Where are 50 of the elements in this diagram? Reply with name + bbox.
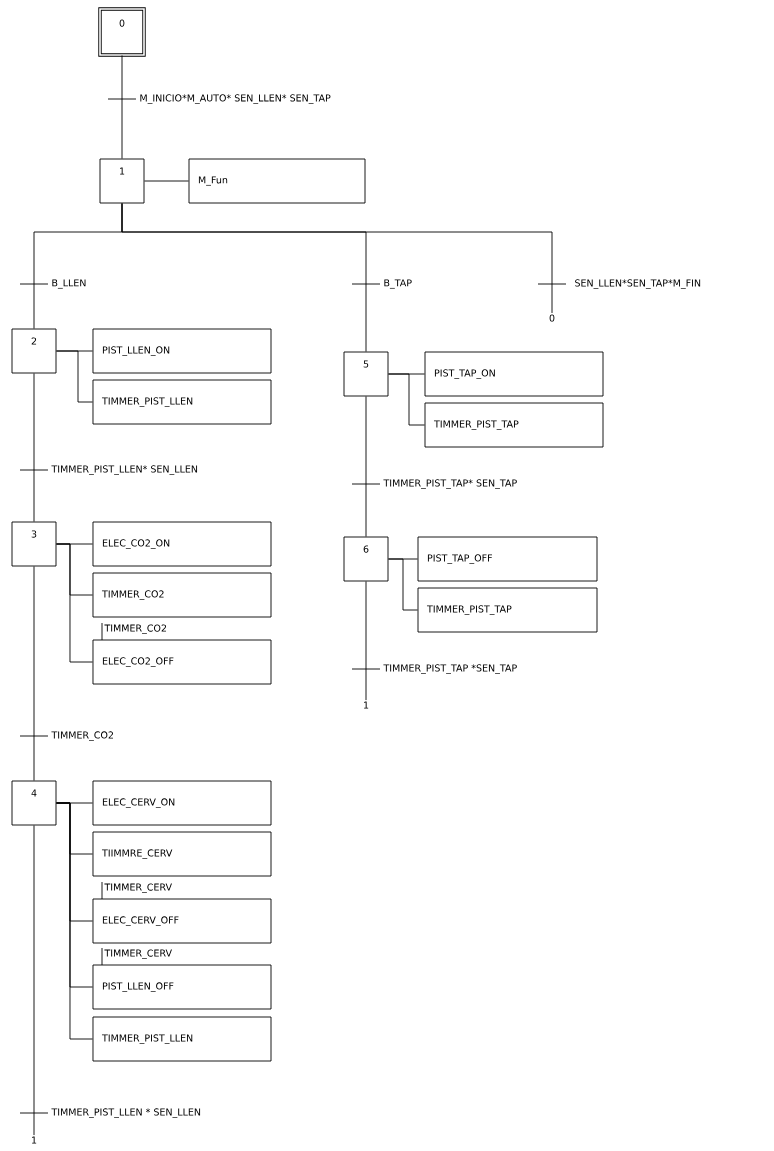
action-box: TIMMER_PIST_LLEN xyxy=(92,379,272,425)
action-box: PIST_LLEN_ON xyxy=(92,328,272,374)
step-box: 3 xyxy=(11,521,57,567)
action-link xyxy=(388,373,425,426)
action-box: TIMMER_PIST_LLEN xyxy=(92,1016,272,1062)
transition-label: TIMMER_PIST_LLEN* SEN_LLEN xyxy=(50,464,199,476)
action-link xyxy=(56,350,93,403)
action-box: PIST_TAP_ON xyxy=(424,351,604,397)
step-reference: 0 xyxy=(549,314,555,322)
action-link xyxy=(56,802,93,1040)
action-condition: TIMMER_CERV xyxy=(101,947,172,966)
step-reference: 1 xyxy=(32,1136,37,1144)
action-box: ELEC_CO2_OFF xyxy=(92,639,272,685)
initial-step-box: 0 xyxy=(98,7,146,57)
step-box: 6 xyxy=(343,536,389,582)
action-box: TIIMMRE_CERV xyxy=(92,831,272,877)
link-line xyxy=(33,825,35,1136)
action-box: TIMMER_PIST_TAP xyxy=(417,587,598,633)
action-box: ELEC_CERV_ON xyxy=(92,780,272,826)
transition-label: B_TAP xyxy=(382,278,413,290)
transition-label: TIMMER_PIST_TAP *SEN_TAP xyxy=(382,663,519,675)
link-line xyxy=(33,566,35,781)
action-box: M_Fun xyxy=(188,158,366,204)
transition-label: B_LLEN xyxy=(50,278,88,290)
step-box: 4 xyxy=(11,780,57,826)
action-link xyxy=(388,558,418,611)
link-line xyxy=(365,396,367,537)
link-line xyxy=(121,55,123,159)
step-reference: 1 xyxy=(364,701,369,709)
step-box: 1 xyxy=(99,158,145,204)
action-box: ELEC_CO2_ON xyxy=(92,521,272,567)
transition-label: TIMMER_PIST_TAP* SEN_TAP xyxy=(382,478,519,490)
action-condition: TIMMER_CERV xyxy=(101,881,172,900)
action-box: TIMMER_PIST_TAP xyxy=(424,402,604,448)
action-box: PIST_TAP_OFF xyxy=(417,536,598,582)
action-box: PIST_LLEN_OFF xyxy=(92,964,272,1010)
transition-label: TIMMER_PIST_LLEN * SEN_LLEN xyxy=(50,1107,202,1119)
step-box: 5 xyxy=(343,351,389,397)
action-box: ELEC_CERV_OFF xyxy=(92,898,272,944)
action-condition: TIMMER_CO2 xyxy=(101,622,166,641)
transition-label: M_INICIO*M_AUTO* SEN_LLEN* SEN_TAP xyxy=(138,93,332,105)
link-line xyxy=(33,373,35,522)
action-box: TIMMER_CO2 xyxy=(92,572,272,618)
action-link xyxy=(144,180,189,182)
link-line xyxy=(121,203,553,314)
transition-label: SEN_LLEN*SEN_TAP*M_FIN xyxy=(573,278,703,290)
action-link xyxy=(56,543,93,663)
link-line xyxy=(365,581,367,701)
transition-label: TIMMER_CO2 xyxy=(50,730,115,742)
step-box: 2 xyxy=(11,328,57,374)
